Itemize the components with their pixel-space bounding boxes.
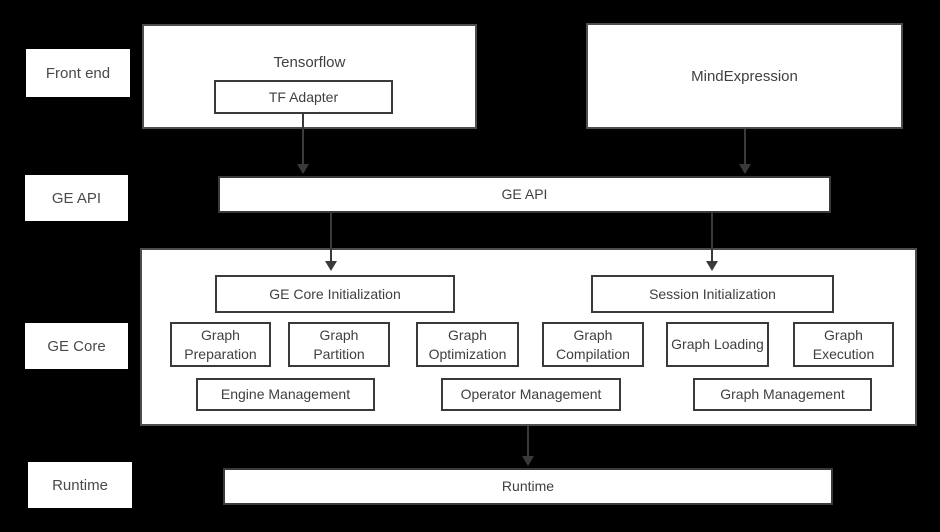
arrow-gecore-to-runtime <box>522 426 534 466</box>
tf-adapter-box: TF Adapter <box>214 80 393 114</box>
arrow-mindexpression-to-geapi <box>739 129 751 174</box>
graph-management-box: Graph Management <box>693 378 872 411</box>
side-label-runtime: Runtime <box>28 462 132 508</box>
ge-api-bar: GE API <box>218 176 831 213</box>
mindexpression-box: MindExpression <box>586 23 903 129</box>
graph-execution-box: Graph Execution <box>793 322 894 367</box>
graph-compilation-box: Graph Compilation <box>542 322 644 367</box>
ge-core-container: GE Core Initialization Session Initializ… <box>140 248 917 426</box>
side-label-ge-core: GE Core <box>25 323 128 369</box>
graph-optimization-box: Graph Optimization <box>416 322 519 367</box>
graph-loading-box: Graph Loading <box>666 322 769 367</box>
tensorflow-title: Tensorflow <box>273 54 346 71</box>
operator-management-box: Operator Management <box>441 378 621 411</box>
tensorflow-box: Tensorflow TF Adapter <box>142 24 477 129</box>
side-label-front-end: Front end <box>26 49 130 97</box>
graph-preparation-box: Graph Preparation <box>170 322 271 367</box>
session-initialization-box: Session Initialization <box>591 275 834 313</box>
arrow-tfadapter-to-geapi <box>297 114 309 174</box>
ge-core-initialization-box: GE Core Initialization <box>215 275 455 313</box>
arrow-geapi-to-gecore-init <box>325 213 337 271</box>
graph-partition-box: Graph Partition <box>288 322 390 367</box>
side-label-ge-api: GE API <box>25 175 128 221</box>
arrow-geapi-to-session-init <box>706 213 718 271</box>
runtime-bar: Runtime <box>223 468 833 505</box>
engine-management-box: Engine Management <box>196 378 375 411</box>
